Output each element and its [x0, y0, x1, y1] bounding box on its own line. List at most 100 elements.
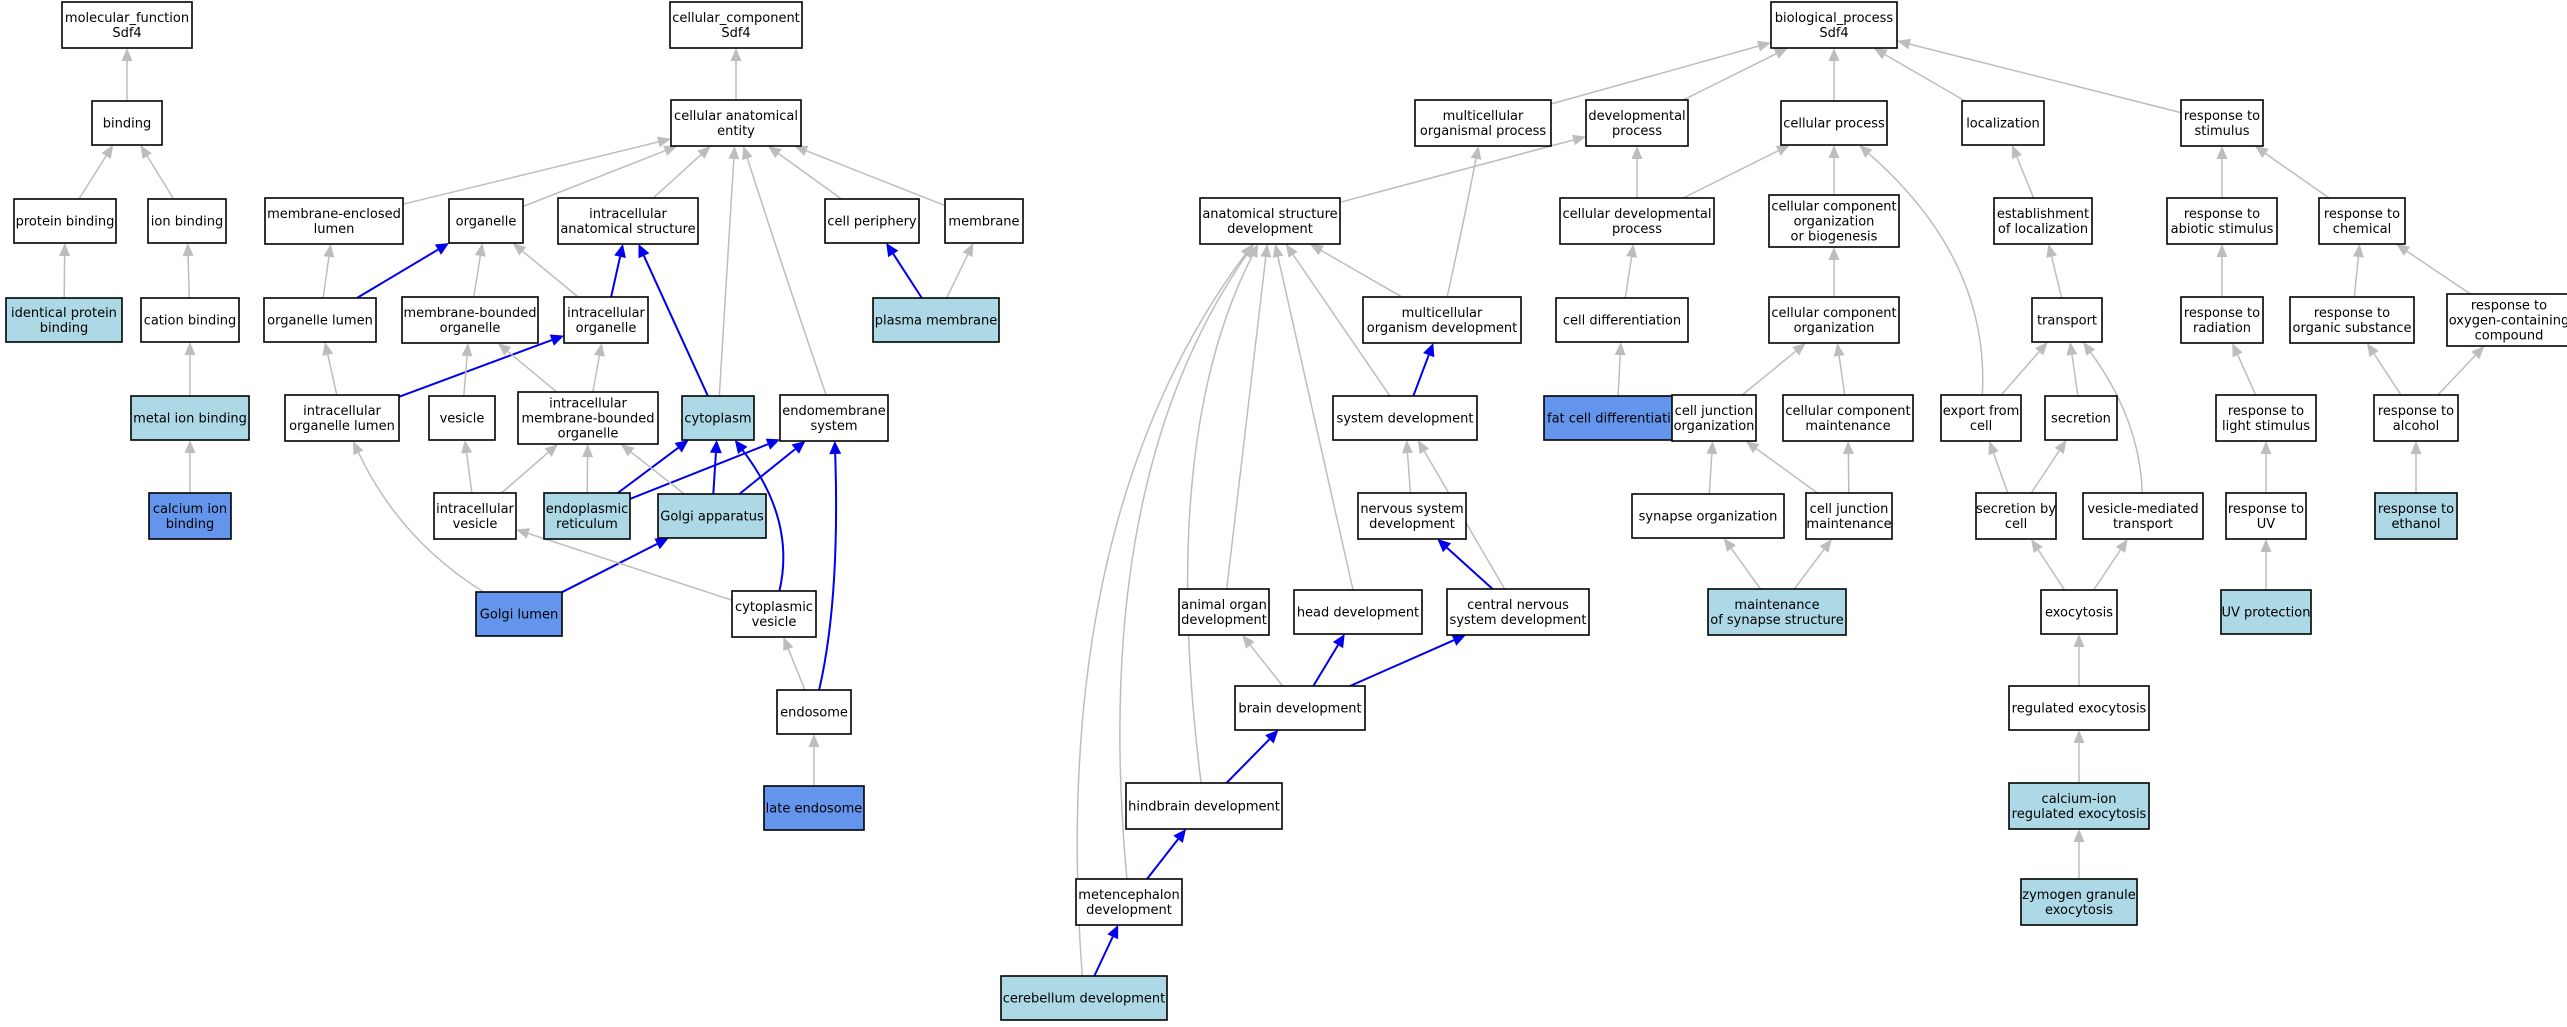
- node-ion-binding[interactable]: ion binding: [147, 198, 227, 244]
- node-label-line: central nervous: [1467, 598, 1569, 613]
- node-organelle[interactable]: organelle: [448, 198, 524, 244]
- node-transport[interactable]: transport: [2031, 297, 2103, 343]
- node-vesicle[interactable]: vesicle: [428, 395, 496, 441]
- node-label-line: exocytosis: [2045, 903, 2113, 918]
- node-golgi-apparatus[interactable]: Golgi apparatus: [657, 493, 767, 539]
- arrowhead-cellular-component-organization-to-ccob: [1828, 247, 1840, 260]
- node-binding[interactable]: binding: [91, 100, 163, 146]
- node-label-line: response to: [2184, 306, 2260, 321]
- node-brain-development[interactable]: brain development: [1234, 685, 1366, 731]
- arrowhead-metencephalon-development-to-hindbrain-development: [1173, 829, 1186, 843]
- node-box: [433, 492, 517, 540]
- edge-hindbrain-development-to-anatomical-structure-development: [1186, 255, 1253, 784]
- node-cell-differentiation[interactable]: cell differentiation: [1555, 297, 1689, 343]
- node-secretion[interactable]: secretion: [2044, 395, 2118, 441]
- node-hindbrain-development[interactable]: hindbrain development: [1125, 782, 1283, 830]
- edge-cytoplasmic-vesicle-to-intracellular-vesicle: [528, 532, 733, 601]
- node-system-development[interactable]: system development: [1332, 395, 1478, 441]
- node-label-line: response to: [2184, 109, 2260, 124]
- node-plasma-membrane[interactable]: plasma membrane: [872, 297, 1000, 343]
- node-label-line: chemical: [2333, 222, 2391, 237]
- node-cytoplasm[interactable]: cytoplasm: [681, 395, 755, 441]
- node-protein-binding[interactable]: protein binding: [13, 198, 117, 244]
- arrowhead-uv-protection-to-response-to-uv: [2260, 539, 2272, 552]
- node-fat-cell-differentiation[interactable]: fat cell differentiation: [1543, 395, 1691, 441]
- node-head-development[interactable]: head development: [1293, 589, 1423, 635]
- node-cation-binding[interactable]: cation binding: [140, 297, 240, 343]
- node-regulated-exocytosis[interactable]: regulated exocytosis: [2008, 685, 2150, 731]
- node-label-line: transport: [2113, 517, 2173, 532]
- node-synapse-organization[interactable]: synapse organization: [1631, 493, 1785, 539]
- node-organelle-lumen[interactable]: organelle lumen: [263, 297, 377, 343]
- arrowhead-secretion-by-cell-to-export-from-cell: [1988, 441, 1999, 456]
- node-uv-protection[interactable]: UV protection: [2220, 589, 2312, 635]
- node-late-endosome[interactable]: late endosome: [763, 785, 865, 831]
- node-golgi-lumen[interactable]: Golgi lumen: [475, 591, 563, 637]
- node-label-line: cellular component: [1771, 306, 1896, 321]
- arrowhead-intracellular-organelle-to-organelle: [512, 243, 527, 256]
- node-label-line: hindbrain development: [1128, 800, 1280, 815]
- node-cell-periphery[interactable]: cell periphery: [824, 198, 920, 244]
- node-cellular-process[interactable]: cellular process: [1780, 100, 1888, 146]
- node-endosome[interactable]: endosome: [776, 689, 852, 735]
- node-membrane[interactable]: membrane: [944, 198, 1024, 244]
- node-label-line: fat cell differentiation: [1547, 412, 1687, 427]
- edge-plasma-membrane-to-membrane: [946, 254, 969, 299]
- node-localization[interactable]: localization: [1961, 100, 2045, 146]
- node-label-line: binding: [40, 321, 88, 336]
- node-exocytosis[interactable]: exocytosis: [2040, 589, 2118, 635]
- node-label-line: calcium ion: [153, 502, 227, 517]
- node-metal-ion-binding[interactable]: metal ion binding: [130, 395, 250, 441]
- edge-animal-organ-development-to-anatomical-structure-development: [1225, 256, 1267, 590]
- node-cerebellum-development[interactable]: cerebellum development: [1000, 975, 1168, 1021]
